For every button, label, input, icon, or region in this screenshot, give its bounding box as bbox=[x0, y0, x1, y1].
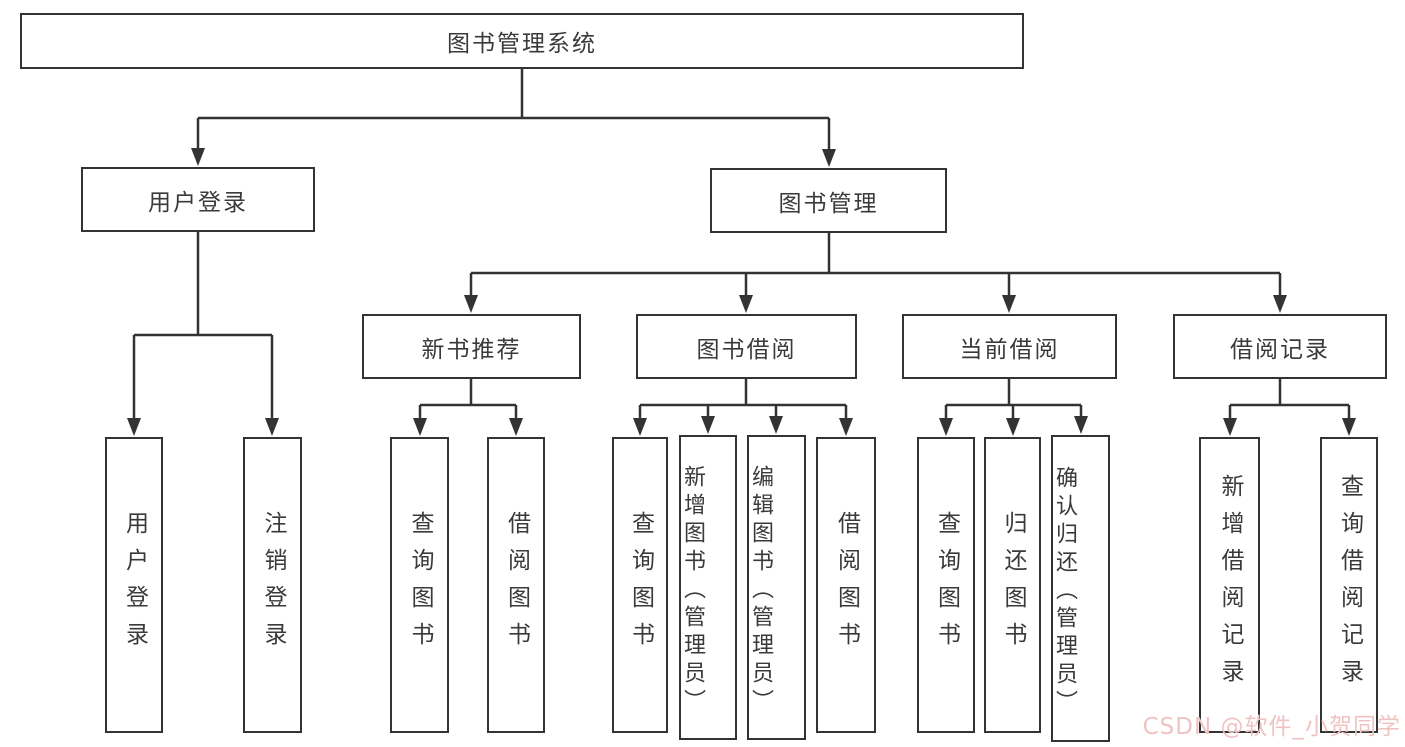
leaf-label: 查询图书 bbox=[933, 511, 960, 659]
leaf-add-book-admin: 新增图书（管理员） bbox=[679, 435, 737, 740]
node-new-book-recommend: 新书推荐 bbox=[362, 314, 581, 379]
node-label: 用户登录 bbox=[148, 189, 248, 216]
leaf-edit-book-admin: 编辑图书（管理员） bbox=[747, 435, 806, 740]
node-label: 当前借阅 bbox=[959, 336, 1060, 363]
leaf-label: 用户登录 bbox=[121, 511, 148, 659]
leaf-label: 查询图书 bbox=[407, 511, 433, 659]
node-label: 图书借阅 bbox=[696, 336, 797, 363]
node-book-management-system: 图书管理系统 bbox=[20, 13, 1024, 69]
leaf-label: 编辑图书（管理员） bbox=[748, 465, 773, 717]
leaf-query-borrow-record: 查询借阅记录 bbox=[1320, 437, 1378, 733]
leaf-label: 借阅图书 bbox=[833, 511, 860, 659]
node-label: 图书管理系统 bbox=[447, 31, 597, 57]
leaf-confirm-return-admin: 确认归还（管理员） bbox=[1051, 435, 1110, 742]
leaf-label: 查询图书 bbox=[627, 511, 654, 659]
leaf-label: 新增图书（管理员） bbox=[680, 465, 705, 717]
leaf-label: 借阅图书 bbox=[503, 511, 530, 659]
node-book-borrow: 图书借阅 bbox=[636, 314, 857, 379]
leaf-return-book: 归还图书 bbox=[984, 437, 1041, 733]
node-label: 借阅记录 bbox=[1230, 336, 1330, 363]
leaf-borrow-books: 借阅图书 bbox=[816, 437, 876, 733]
leaf-query-books-recommend: 查询图书 bbox=[390, 437, 449, 733]
leaf-add-borrow-record: 新增借阅记录 bbox=[1199, 437, 1260, 733]
node-label: 图书管理 bbox=[778, 190, 879, 217]
node-user-login: 用户登录 bbox=[81, 167, 315, 232]
leaf-label: 归还图书 bbox=[1000, 511, 1026, 659]
node-current-borrow: 当前借阅 bbox=[902, 314, 1117, 379]
node-book-management: 图书管理 bbox=[710, 168, 947, 233]
leaf-label: 注销登录 bbox=[260, 511, 286, 659]
leaf-query-books-borrow: 查询图书 bbox=[612, 437, 668, 733]
leaf-query-books-current: 查询图书 bbox=[917, 437, 975, 733]
node-borrow-records: 借阅记录 bbox=[1173, 314, 1387, 379]
leaf-label: 新增借阅记录 bbox=[1217, 474, 1243, 696]
leaf-label: 查询借阅记录 bbox=[1336, 474, 1363, 696]
node-label: 新书推荐 bbox=[421, 336, 522, 363]
leaf-logout: 注销登录 bbox=[243, 437, 302, 733]
leaf-label: 确认归还（管理员） bbox=[1052, 466, 1077, 718]
leaf-user-login: 用户登录 bbox=[105, 437, 163, 733]
csdn-watermark: CSDN @软件_小贺同学 bbox=[1142, 714, 1401, 740]
leaf-borrow-books-recommend: 借阅图书 bbox=[487, 437, 545, 733]
